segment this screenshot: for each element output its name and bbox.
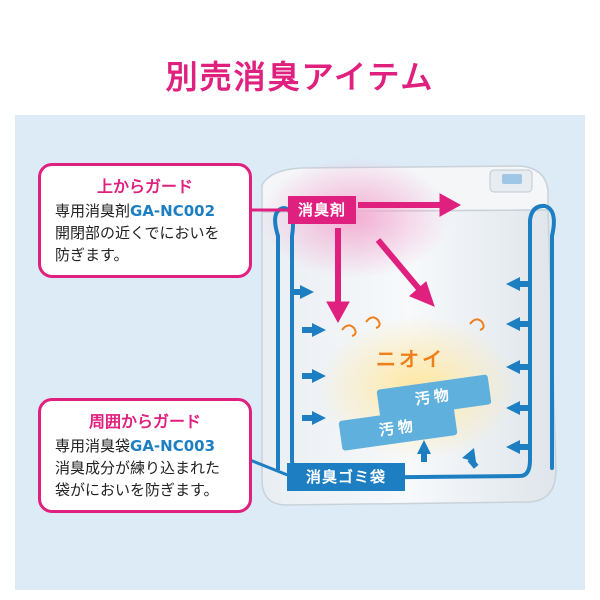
callout-top-line1: 専用消臭剤GA-NC002 [55, 200, 235, 222]
bag-arrows-bottom [417, 440, 479, 469]
bag-arrows-right [506, 277, 530, 454]
deodorant-tag: 消臭剤 [288, 196, 356, 224]
callout-top-line3: 防ぎます。 [55, 246, 129, 264]
connector-bottom [249, 458, 291, 478]
odor-wave-icons [341, 316, 485, 337]
odor-label: ニオイ [376, 347, 445, 371]
callout-bottom-line1: 専用消臭袋GA-NC003 [55, 435, 235, 457]
page-title: 別売消臭アイテム [165, 58, 435, 96]
bag-outline [273, 203, 556, 481]
deodorant-arrows [326, 193, 462, 324]
callout-top-code: GA-NC002 [130, 202, 216, 220]
callout-bottom-line3: 袋がにおいを防ぎます。 [55, 481, 219, 499]
deodorant-bag-tag: 消臭ゴミ袋 [287, 463, 405, 491]
lid-sensor-window [502, 174, 522, 184]
bag-arrows-left [290, 285, 326, 425]
callout-bottom-heading: 周囲からガード [88, 412, 201, 431]
callout-top-guard: 上からガード 専用消臭剤GA-NC002 開閉部の近くでにおいを 防ぎます。 [38, 163, 252, 278]
callout-bottom-code: GA-NC003 [130, 437, 216, 455]
callout-bottom-product: 専用消臭袋 [55, 437, 131, 455]
callout-top-line2: 開閉部の近くでにおいを [55, 224, 220, 242]
callout-top-product: 専用消臭剤 [55, 202, 131, 220]
callout-surround-guard: 周囲からガード 専用消臭袋GA-NC003 消臭成分が練り込まれた 袋がにおいを… [38, 398, 252, 513]
callout-bottom-line2: 消臭成分が練り込まれた [55, 459, 221, 477]
callout-top-heading: 上からガード [96, 177, 193, 196]
